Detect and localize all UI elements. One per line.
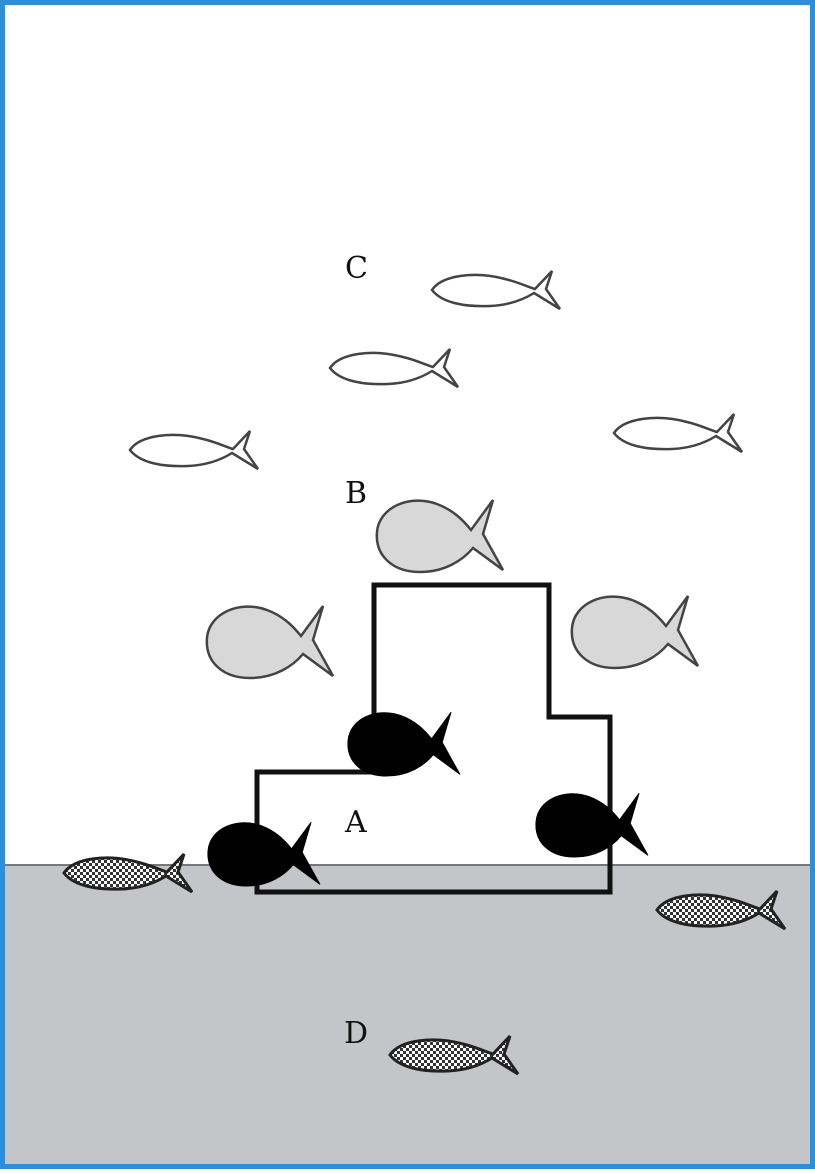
zone-label-d: D <box>344 1016 368 1051</box>
zone-label-b: B <box>345 476 367 511</box>
zone-label-a: A <box>344 805 367 840</box>
zone-label-c: C <box>345 251 368 286</box>
